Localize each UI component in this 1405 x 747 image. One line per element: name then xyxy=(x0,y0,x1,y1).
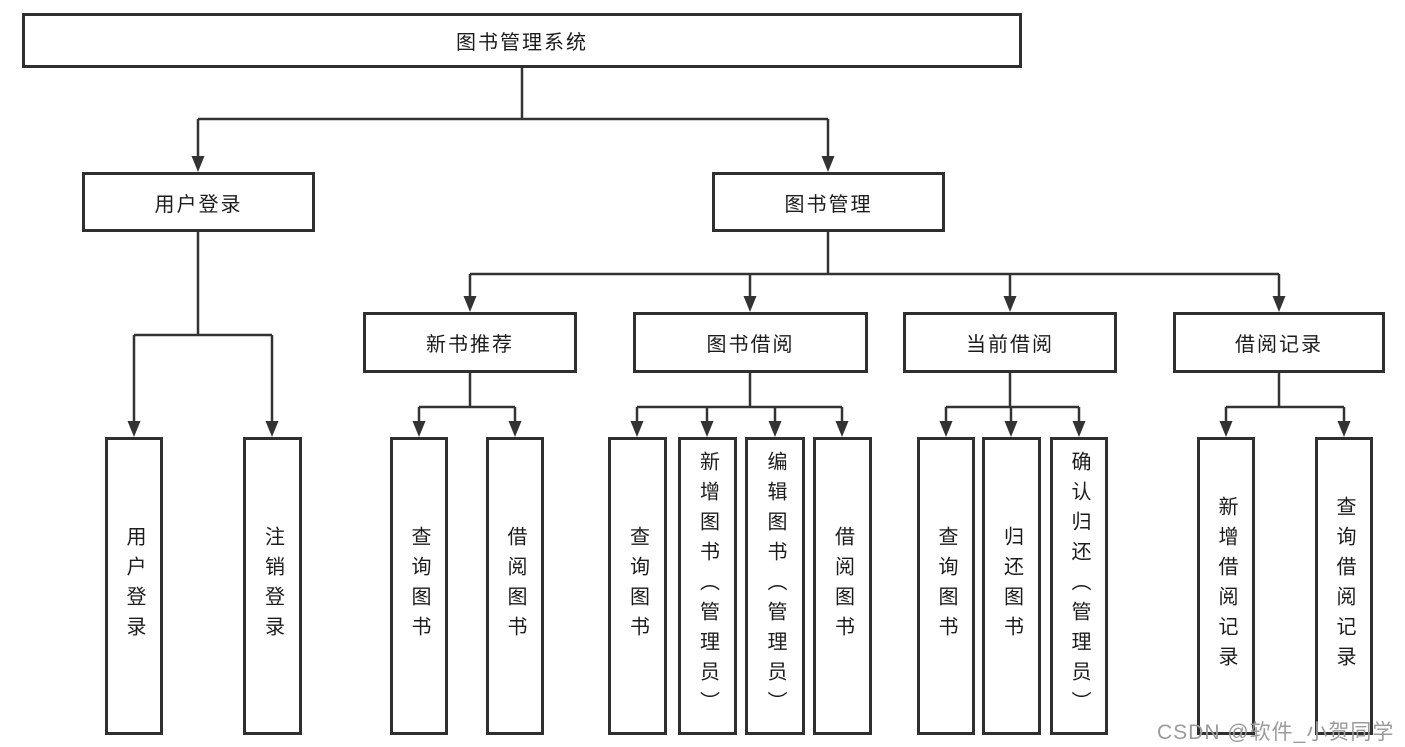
connector-root xyxy=(196,68,830,160)
leaf-logout: 注销登录 xyxy=(243,437,302,735)
leaf-query-borrow-record: 查询借阅记录 xyxy=(1315,437,1373,735)
connector-new-book xyxy=(417,373,517,425)
leaf-query-books-borrowing: 查询图书 xyxy=(608,437,667,735)
node-book-management: 图书管理 xyxy=(712,172,945,232)
leaf-add-borrow-record: 新增借阅记录 xyxy=(1197,437,1255,735)
leaf-confirm-return-admin: 确认归还（管理员） xyxy=(1050,437,1108,735)
leaf-query-books-current: 查询图书 xyxy=(917,437,975,735)
node-new-book-recommend: 新书推荐 xyxy=(363,312,577,373)
leaf-return-books: 归还图书 xyxy=(982,437,1041,735)
leaf-query-books-recommend: 查询图书 xyxy=(390,437,448,735)
connector-current-borrow xyxy=(944,373,1081,425)
connector-book-mgmt xyxy=(468,232,1281,300)
node-borrowing-records: 借阅记录 xyxy=(1173,312,1385,373)
leaf-edit-books-admin: 编辑图书（管理员） xyxy=(745,437,805,735)
node-current-borrowing: 当前借阅 xyxy=(903,312,1117,373)
node-user-login: 用户登录 xyxy=(82,172,315,232)
arrowheads xyxy=(127,156,1351,437)
leaf-add-books-admin: 新增图书（管理员） xyxy=(678,437,737,735)
leaf-user-login: 用户登录 xyxy=(105,437,163,735)
connector-borrow-record xyxy=(1224,373,1346,425)
csdn-watermark: CSDN @软件_小贺同学 xyxy=(1157,721,1395,744)
leaf-borrow-books: 借阅图书 xyxy=(813,437,872,735)
node-system-root: 图书管理系统 xyxy=(22,13,1022,68)
leaf-borrow-books-recommend: 借阅图书 xyxy=(486,437,544,735)
connector-user-login xyxy=(132,232,274,425)
node-book-borrowing: 图书借阅 xyxy=(633,312,868,373)
connector-book-borrow xyxy=(635,373,844,425)
